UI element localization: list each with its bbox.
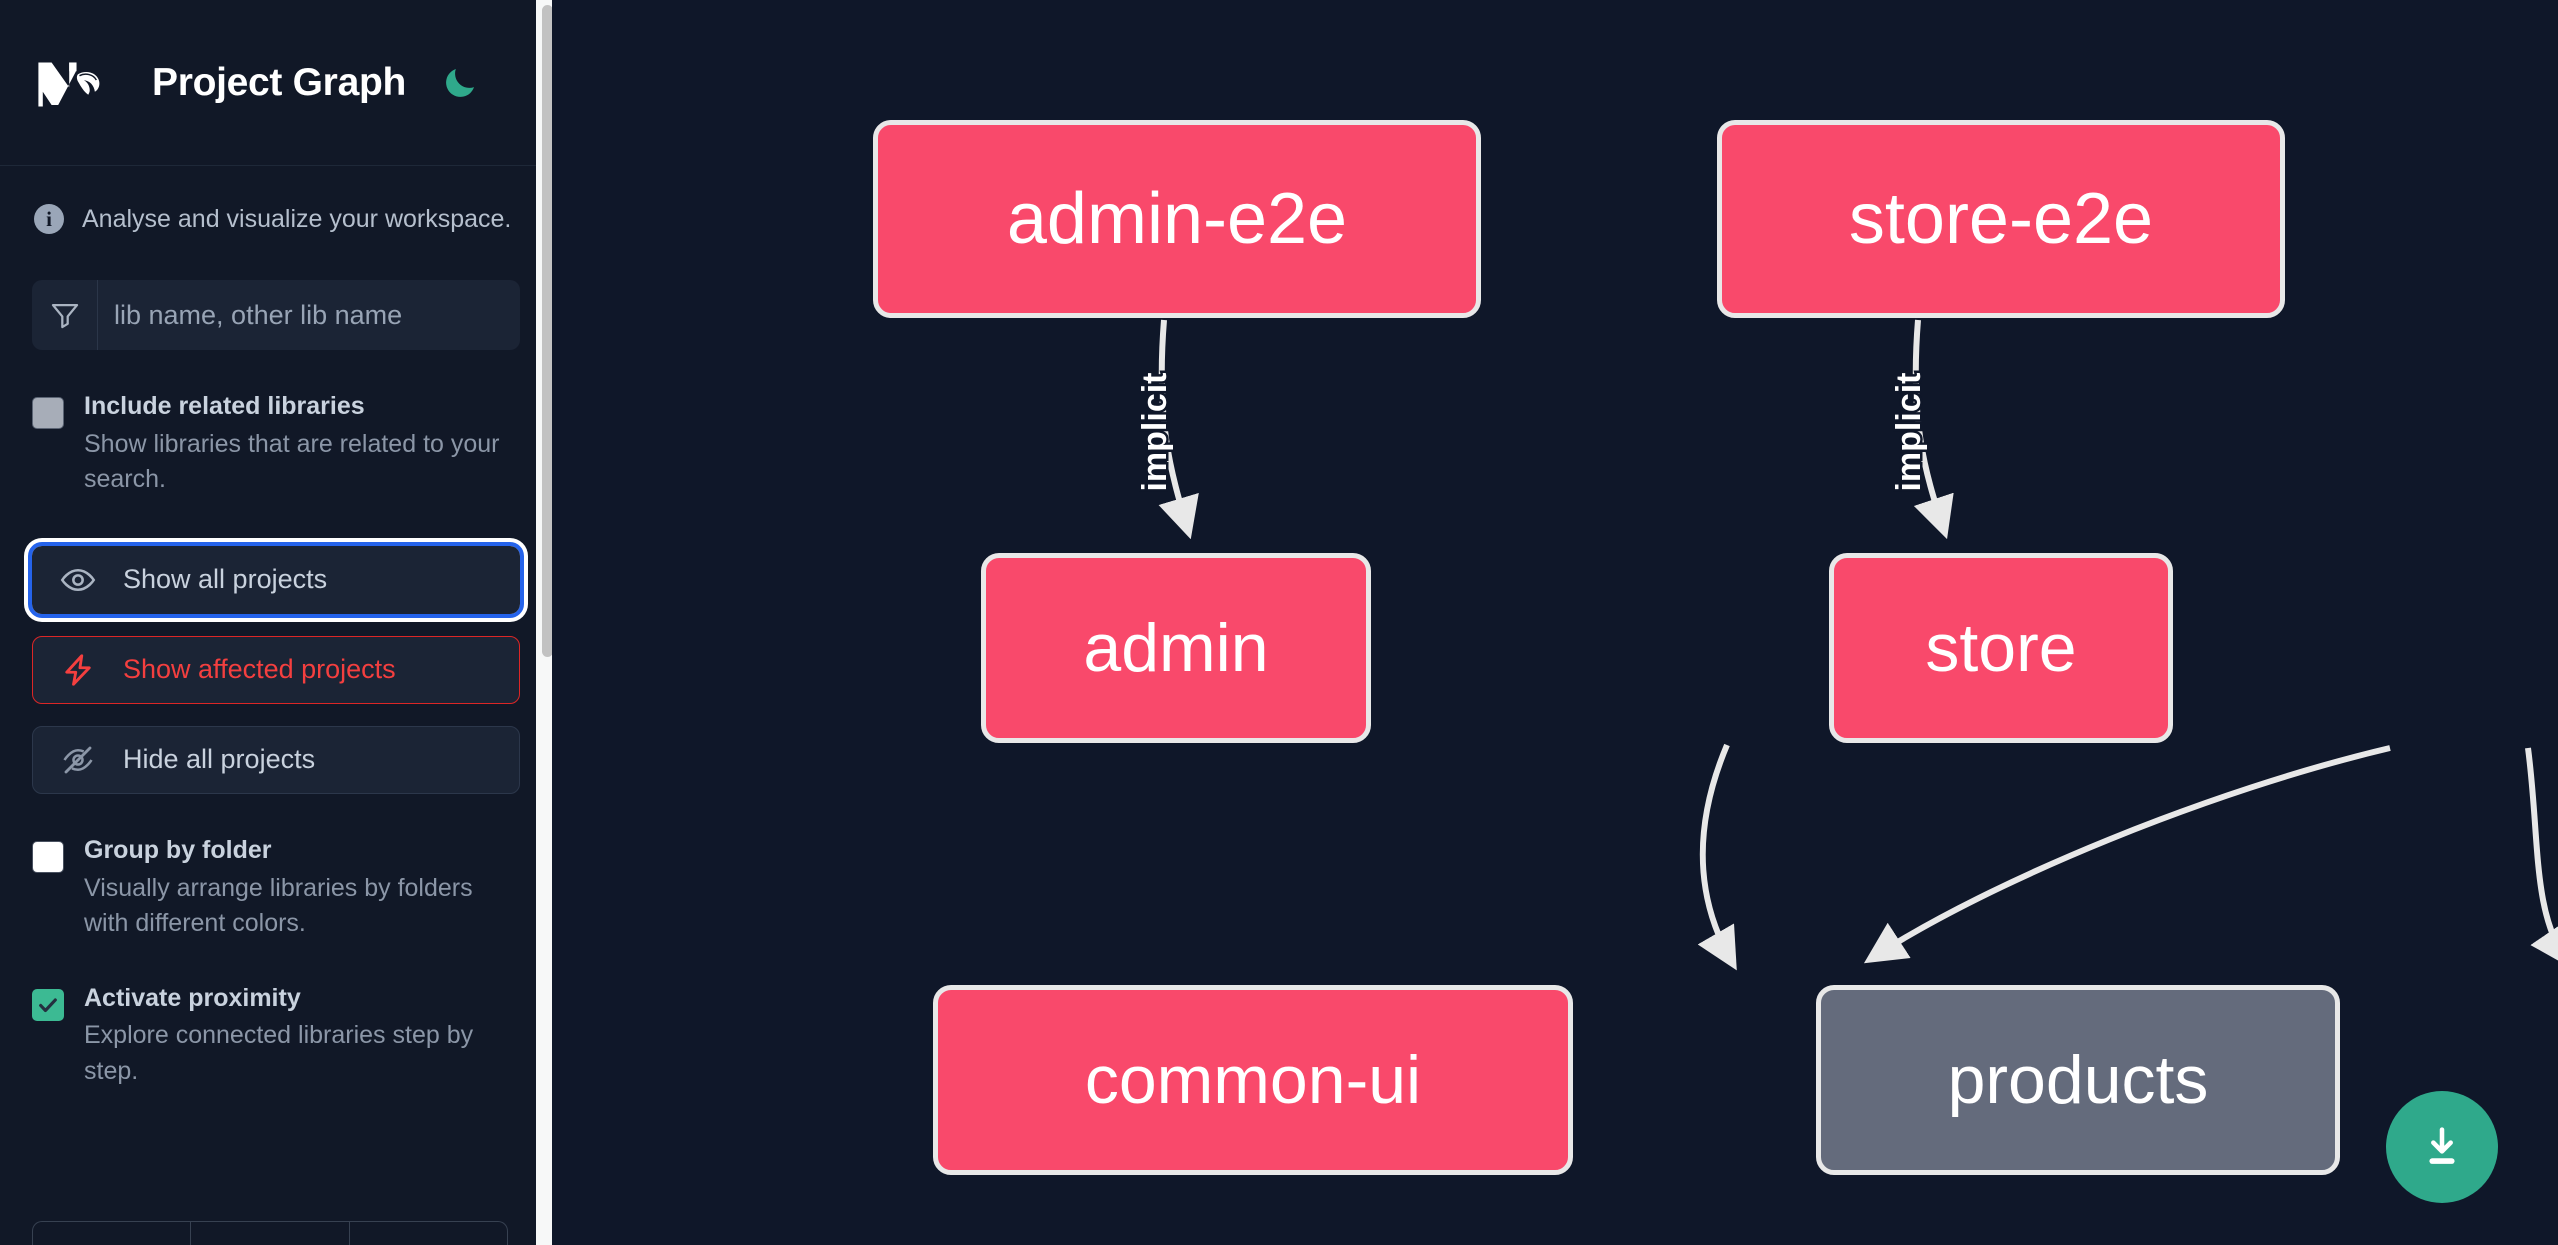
sidebar: Project Graph i Analyse and visualize yo… xyxy=(0,0,552,1245)
option-label: Group by folder xyxy=(84,835,272,864)
edge-store-e2e-store xyxy=(1912,319,1954,540)
search-input[interactable] xyxy=(98,280,520,350)
graph-node-common-ui[interactable]: common-ui xyxy=(933,985,1573,1175)
edge-admin-e2e-admin xyxy=(1158,319,1199,540)
graph-node-label: store-e2e xyxy=(1848,179,2154,259)
checkbox-group-by-folder[interactable] xyxy=(32,840,64,873)
hide-all-projects-button[interactable]: Hide all projects xyxy=(32,725,520,794)
edge-labels-layer: implicit implicit xyxy=(1134,370,1931,494)
button-label: Show all projects xyxy=(123,564,328,595)
edge-label-implicit-store: implicit xyxy=(1890,372,1928,491)
edge-store-common-ui xyxy=(1863,745,2391,964)
graph-node-store[interactable]: store xyxy=(1829,553,2173,743)
info-icon: i xyxy=(34,204,64,234)
sidebar-scrollbar-thumb[interactable] xyxy=(542,5,552,657)
checkbox-include-related-libraries[interactable] xyxy=(32,397,64,429)
graph-node-label: store xyxy=(1925,610,2077,686)
filter-funnel-icon xyxy=(32,280,98,350)
option-activate-proximity[interactable]: Activate proximity Explore connected lib… xyxy=(32,984,520,1090)
graph-node-store-e2e[interactable]: store-e2e xyxy=(1717,120,2285,318)
graph-node-label: products xyxy=(1947,1042,2209,1118)
graph-node-label: common-ui xyxy=(1084,1042,1422,1118)
moon-icon[interactable] xyxy=(437,60,483,106)
graph-edges-layer: implicit implicit xyxy=(1134,319,2558,971)
button-label: Show affected projects xyxy=(123,654,396,685)
option-include-related-libraries[interactable]: Include related libraries Show libraries… xyxy=(32,392,520,498)
sidebar-body: Include related libraries Show libraries… xyxy=(0,280,552,1089)
download-graph-button[interactable] xyxy=(2386,1091,2498,1203)
eye-off-icon xyxy=(59,742,97,778)
option-group-by-folder[interactable]: Group by folder Visually arrange librari… xyxy=(32,836,520,942)
search-field[interactable] xyxy=(32,280,520,350)
graph-node-admin[interactable]: admin xyxy=(981,553,1371,743)
sidebar-tagline: i Analyse and visualize your workspace. xyxy=(0,166,552,234)
graph-node-products[interactable]: products xyxy=(1816,985,2340,1175)
option-label: Activate proximity xyxy=(84,983,301,1012)
option-description: Explore connected libraries step by step… xyxy=(84,1021,474,1085)
option-label: Include related libraries xyxy=(84,392,365,420)
checkbox-activate-proximity[interactable] xyxy=(32,988,64,1021)
eye-icon xyxy=(59,562,97,598)
page-title: Project Graph xyxy=(152,60,406,104)
graph-node-label: admin xyxy=(1083,610,1269,686)
sidebar-header: Project Graph xyxy=(0,0,552,166)
sidebar-tagline-text: Analyse and visualize your workspace. xyxy=(82,204,512,233)
edge-label-implicit-admin: implicit xyxy=(1136,372,1174,491)
option-description: Visually arrange libraries by folders wi… xyxy=(84,873,473,938)
lightning-bolt-icon xyxy=(59,652,97,688)
segment-option-2[interactable] xyxy=(191,1222,350,1245)
show-affected-projects-button[interactable]: Show affected projects xyxy=(32,635,520,704)
nx-logo-icon xyxy=(34,51,122,115)
projects-button-group: Show all projects Show affected projects xyxy=(28,541,524,794)
proximity-segmented-control[interactable] xyxy=(32,1221,508,1245)
segment-option-3[interactable] xyxy=(350,1222,507,1245)
sidebar-scrollbar[interactable] xyxy=(536,0,552,1245)
show-all-projects-button[interactable]: Show all projects xyxy=(28,541,524,618)
graph-canvas[interactable]: implicit implicit admin-e2e store-e2e admi… xyxy=(552,0,2558,1245)
option-description: Show libraries that are related to your … xyxy=(84,429,500,494)
edge-store-products xyxy=(2525,747,2558,968)
edge-admin-common-ui xyxy=(1697,743,1737,971)
graph-node-admin-e2e[interactable]: admin-e2e xyxy=(873,120,1481,318)
graph-node-label: admin-e2e xyxy=(1006,179,1348,259)
button-label: Hide all projects xyxy=(123,744,316,775)
segment-option-1[interactable] xyxy=(33,1222,192,1245)
